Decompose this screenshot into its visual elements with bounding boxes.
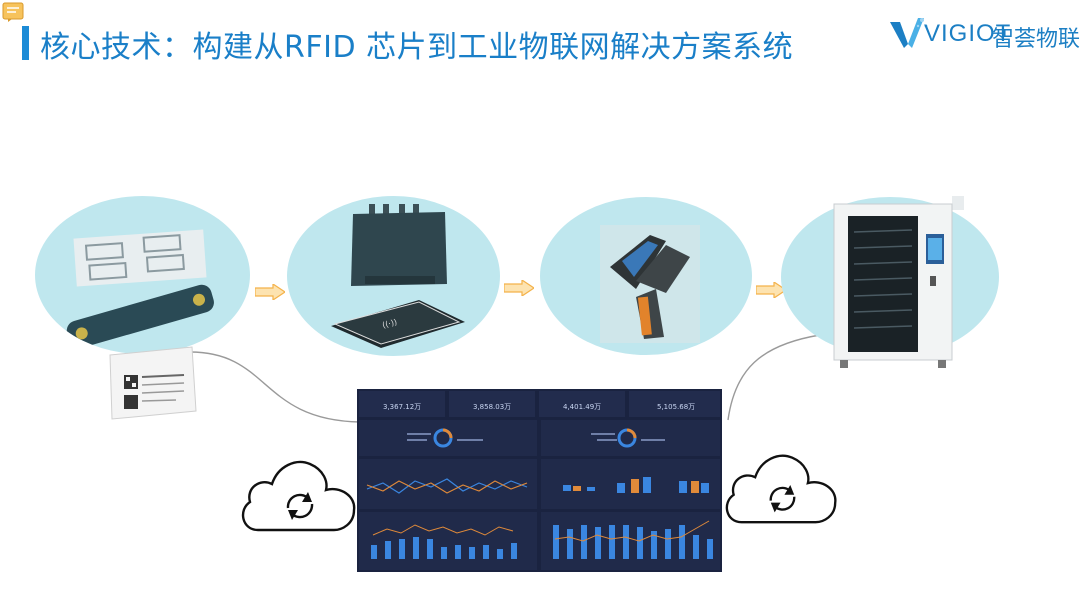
rfid-label-image xyxy=(109,346,197,420)
handheld-reader-bubble xyxy=(540,197,752,355)
arrow-right-icon xyxy=(756,282,786,298)
rfid-reader-image: ((·)) xyxy=(331,204,465,348)
kpi-value-2: 3,858.03万 xyxy=(473,403,511,411)
kpi-row: 3,367.12万 3,858.03万 4,401.49万 5,105.68万 xyxy=(359,391,720,417)
cloud-sync-icon xyxy=(241,460,356,532)
rfid-reader-bubble: ((·)) xyxy=(287,196,500,356)
kpi-value-1: 3,367.12万 xyxy=(383,403,421,411)
rfid-tag-bubble xyxy=(35,196,250,354)
rfid-inlay-image xyxy=(66,229,214,349)
title-accent-bar xyxy=(22,26,29,60)
note-icon[interactable] xyxy=(2,2,24,22)
smart-cabinet-image xyxy=(833,196,964,368)
rfid-hard-tag-image xyxy=(66,284,214,349)
svg-text:((·)): ((·)) xyxy=(381,318,398,330)
vigiot-logo-icon xyxy=(890,18,928,48)
cloud-sync-icon xyxy=(725,454,837,524)
iot-dashboard-screenshot: 3,367.12万 3,858.03万 4,401.49万 5,105.68万 xyxy=(357,389,722,572)
arrow-right-icon xyxy=(504,280,534,296)
logo-chinese-name: 智荟物联 xyxy=(992,27,1080,52)
kpi-value-3: 4,401.49万 xyxy=(563,403,601,411)
kpi-value-4: 5,105.68万 xyxy=(657,403,695,411)
handheld-reader-image xyxy=(600,225,700,343)
arrow-right-icon xyxy=(255,284,285,300)
logo-text: VIGIOT xyxy=(924,20,1012,47)
slide-title: 核心技术：构建从RFID 芯片到工业物联网解决方案系统 xyxy=(40,30,794,65)
